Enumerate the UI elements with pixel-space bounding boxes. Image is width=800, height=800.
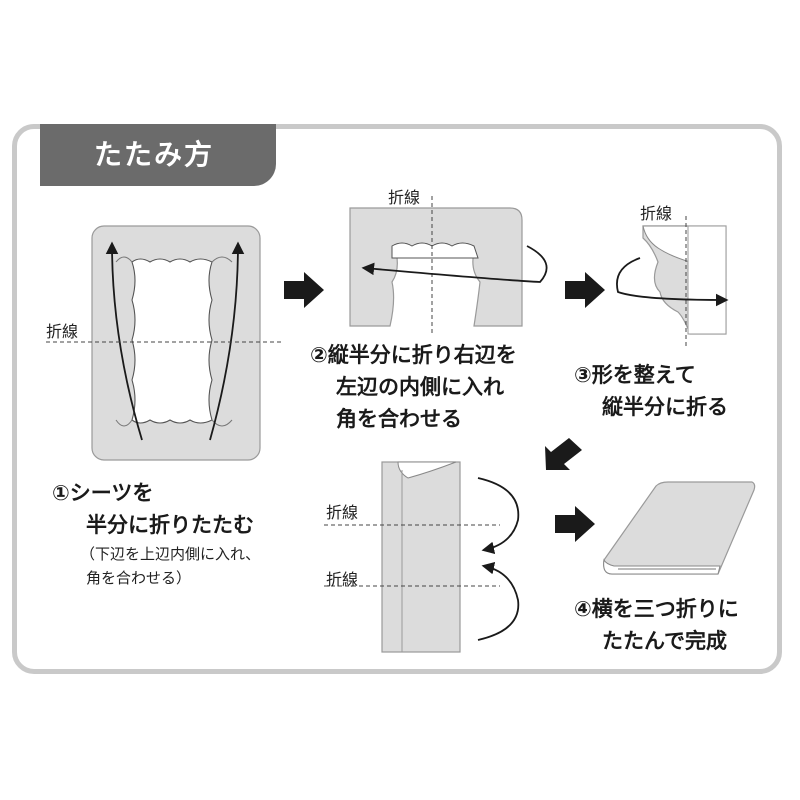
arrow-step2 — [361, 245, 548, 283]
arrow-step3 — [616, 257, 729, 307]
step2-line1: ②縦半分に折り右辺を — [310, 343, 517, 367]
next-arrow-3 — [545, 438, 582, 470]
sheet-step2 — [349, 207, 523, 327]
sheet-strip — [381, 461, 461, 653]
sheet-step1 — [91, 225, 261, 461]
arrow-fold-up — [477, 561, 520, 641]
step1-note2: 角を合わせる） — [86, 569, 192, 587]
page-title: たたみ方 — [40, 124, 276, 186]
finished-sheet — [603, 481, 756, 575]
step3-line2: 縦半分に折る — [602, 395, 728, 419]
next-arrow-1 — [284, 272, 324, 308]
fold-label-lower: 折線 — [326, 570, 359, 589]
step2-line3: 角を合わせる — [336, 407, 462, 431]
fold-label-upper: 折線 — [326, 503, 359, 522]
step1-note1: （下辺を上辺内側に入れ、 — [80, 545, 261, 563]
step1-line2: 半分に折りたたむ — [86, 513, 254, 537]
step4-line1: ④横を三つ折りに — [574, 597, 739, 621]
fold-label-step2: 折線 — [388, 188, 421, 207]
next-arrow-4 — [555, 506, 595, 542]
step2-line2: 左辺の内側に入れ — [336, 375, 504, 399]
arrow-fold-down — [477, 477, 520, 555]
step1-line1: ①シーツを — [52, 481, 154, 505]
sheet-step3 — [642, 225, 727, 335]
fold-label-step3: 折線 — [640, 204, 673, 223]
arrow-left-curve — [105, 241, 143, 441]
next-arrow-2 — [565, 272, 605, 308]
step3-line1: ③形を整えて — [574, 363, 696, 387]
step4-line2: たたんで完成 — [602, 629, 727, 653]
sheet-inner-pocket — [131, 258, 213, 424]
arrow-right-curve — [209, 241, 245, 441]
fold-label-step1: 折線 — [46, 322, 79, 341]
